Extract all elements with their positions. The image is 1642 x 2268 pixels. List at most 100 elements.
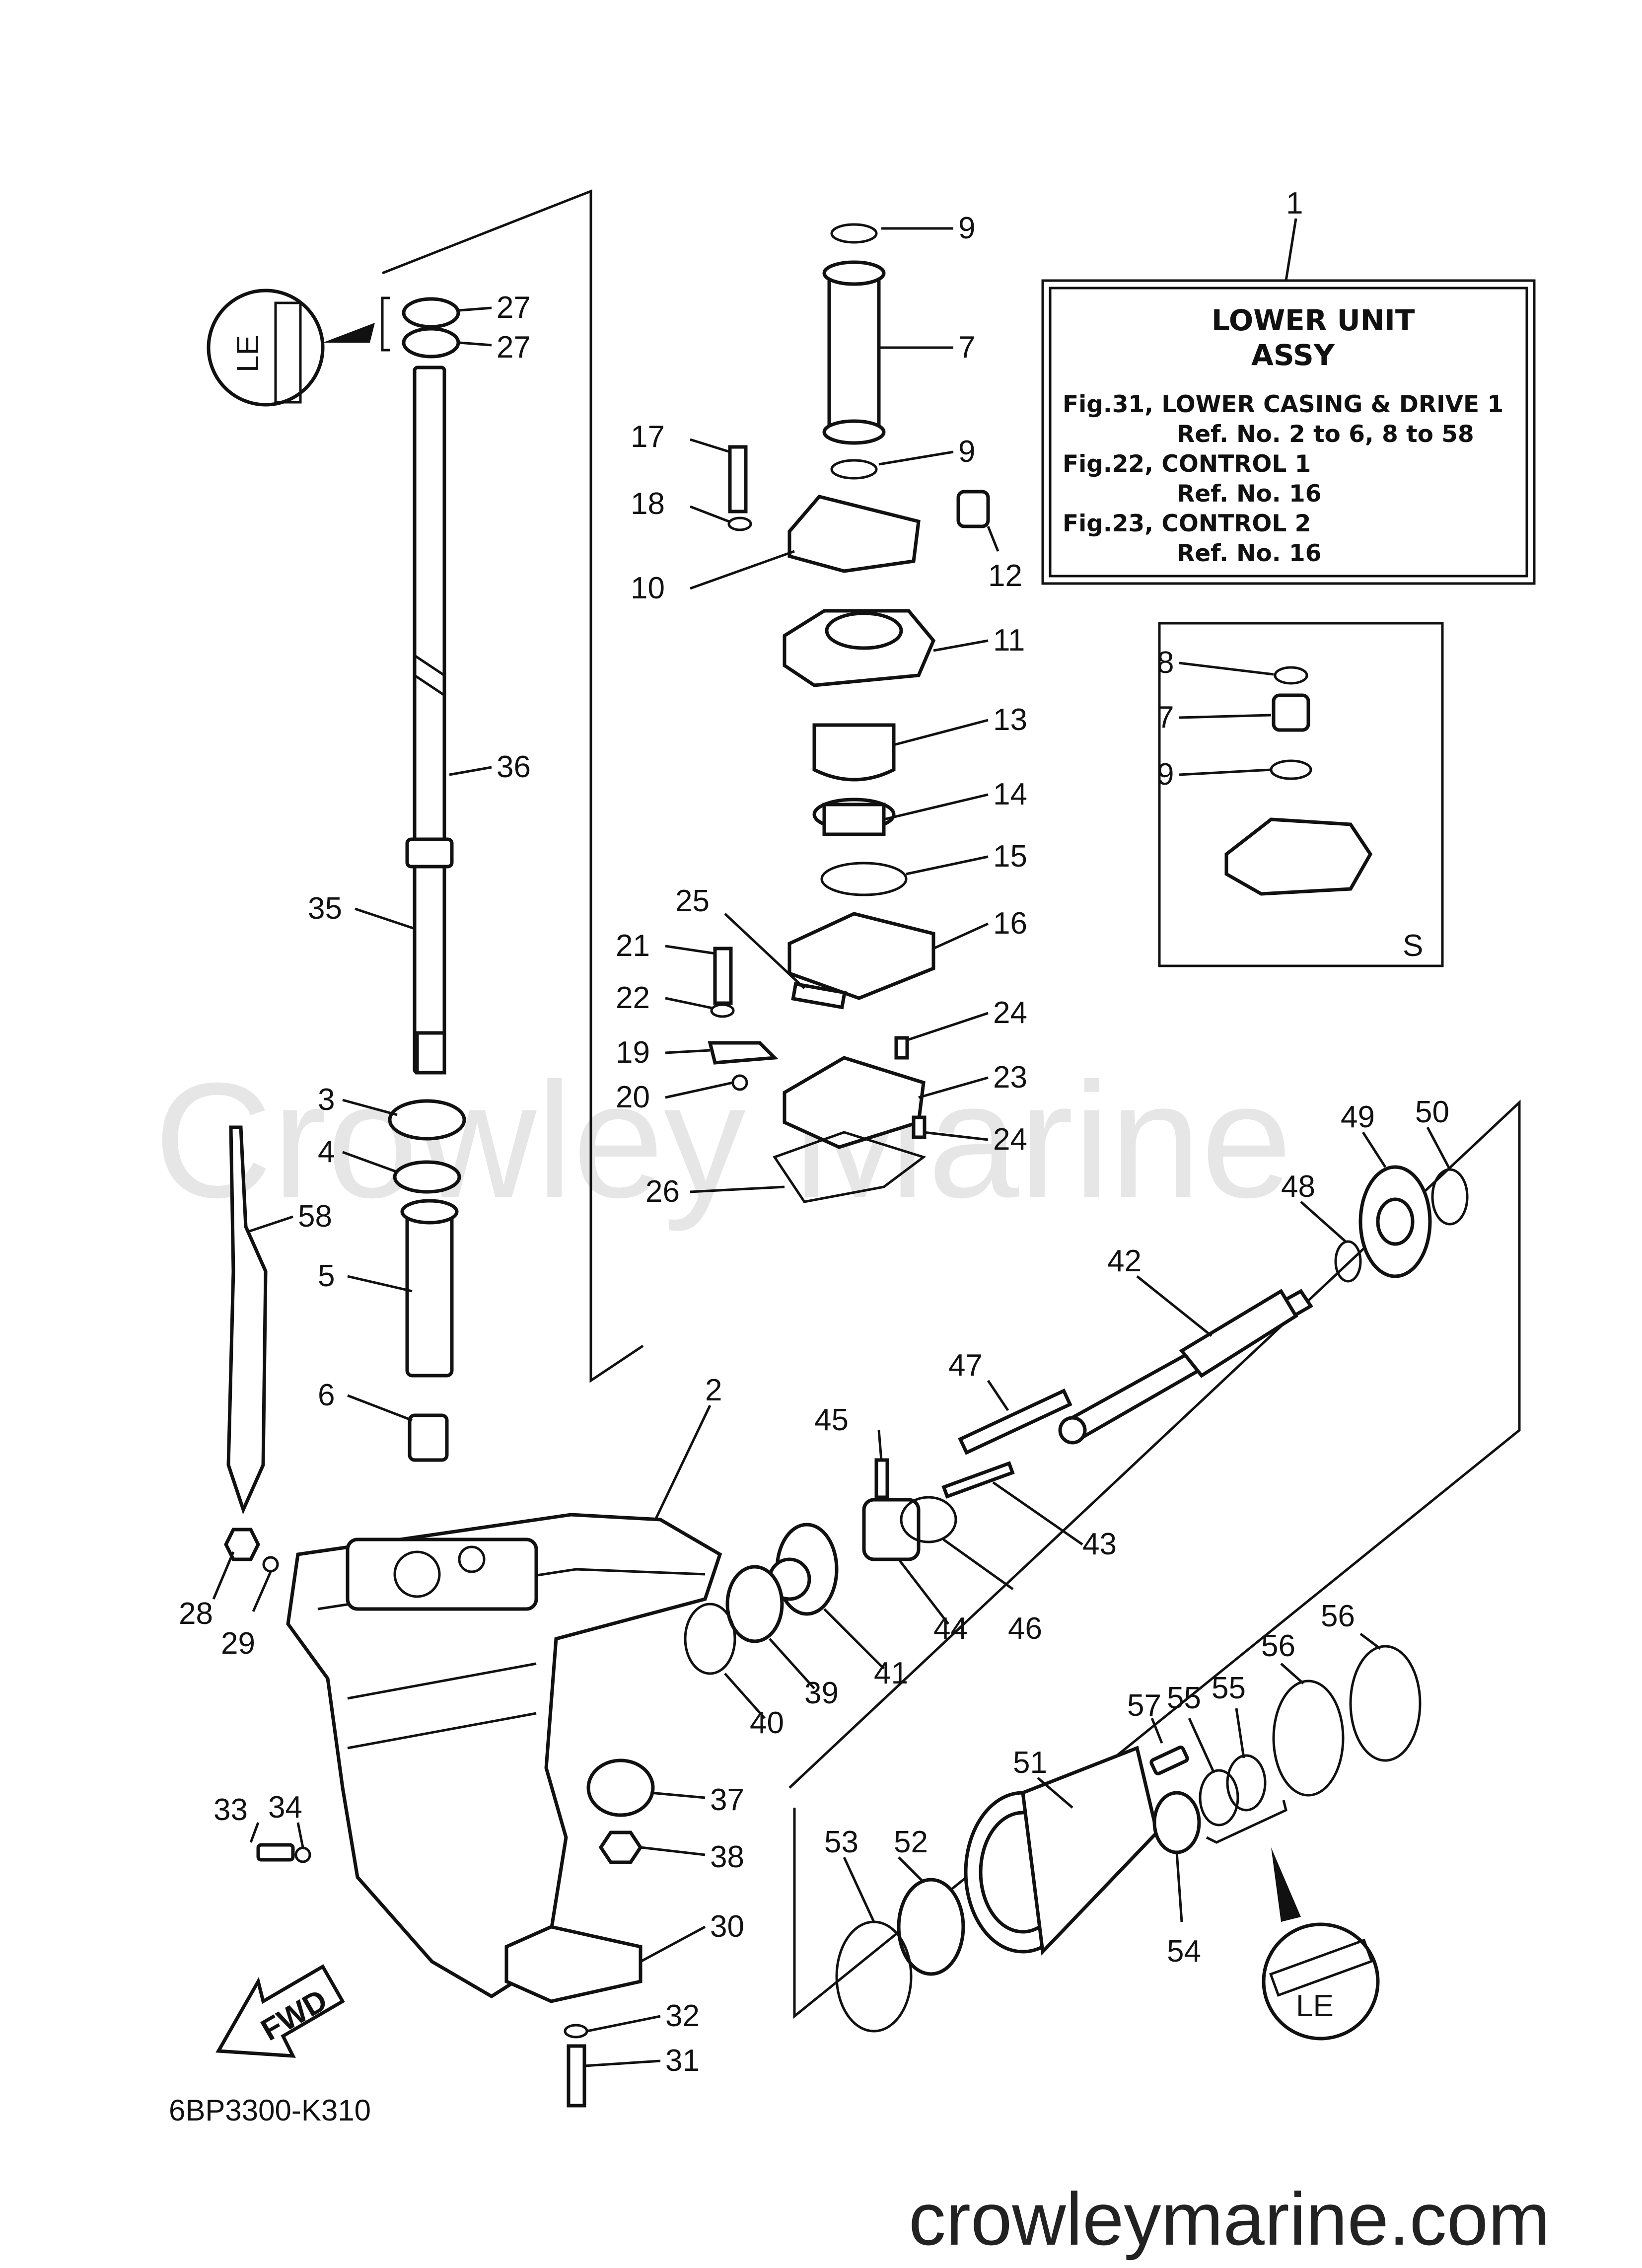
callout: 48 bbox=[1281, 1170, 1315, 1204]
callout: 15 bbox=[993, 839, 1027, 874]
oring-9-top bbox=[830, 223, 878, 244]
callout: 7 bbox=[958, 330, 975, 365]
oring-53 bbox=[835, 1920, 913, 2033]
propeller-shaft-42 bbox=[1058, 1289, 1313, 1445]
callout: 55 bbox=[1167, 1681, 1201, 1715]
callout: 18 bbox=[631, 487, 665, 521]
bearing-3 bbox=[388, 1099, 466, 1141]
callout: 22 bbox=[616, 981, 650, 1015]
callout: 53 bbox=[824, 1825, 858, 1859]
shim-40 bbox=[684, 1603, 736, 1675]
clutch-44 bbox=[862, 1498, 921, 1561]
inset-tube-7 bbox=[1272, 693, 1310, 732]
shift-rod-58 bbox=[226, 1125, 268, 1515]
callout: 23 bbox=[993, 1060, 1027, 1095]
diagram-code: 6BP3300-K310 bbox=[169, 2094, 371, 2127]
impeller-14 bbox=[812, 798, 896, 836]
grease-symbol-top: LE bbox=[207, 289, 390, 407]
bolt-17 bbox=[728, 445, 748, 513]
sleeve-5 bbox=[400, 1199, 459, 1378]
callout: 25 bbox=[675, 884, 710, 918]
callout: 9 bbox=[958, 211, 975, 245]
oring-9-mid bbox=[830, 459, 878, 480]
grease-symbol-text-bottom: LE bbox=[1296, 1989, 1334, 2023]
propshaft-group-outline bbox=[788, 1099, 1521, 2019]
callout: 40 bbox=[750, 1706, 784, 1740]
callout: 19 bbox=[616, 1035, 650, 1070]
watermark-text: Crowley Marine bbox=[154, 1048, 1292, 1233]
gasket-26 bbox=[773, 1131, 927, 1203]
info-line-5: Fig.23, CONTROL 2 bbox=[1063, 510, 1311, 537]
callout: 57 bbox=[1127, 1688, 1161, 1723]
callout: 44 bbox=[933, 1611, 968, 1646]
callout: 47 bbox=[948, 1348, 983, 1383]
callout: 8 bbox=[1157, 646, 1174, 680]
callout: 55 bbox=[1212, 1671, 1246, 1705]
callout: 16 bbox=[993, 906, 1027, 941]
bolt-21 bbox=[713, 947, 733, 1005]
footer-url: crowleymarine.com bbox=[909, 2177, 1550, 2261]
callout: 20 bbox=[616, 1080, 650, 1114]
callout: 14 bbox=[993, 777, 1027, 811]
oring-56a bbox=[1272, 1680, 1345, 1797]
grommet-12 bbox=[956, 490, 990, 528]
callout: 28 bbox=[179, 1597, 213, 1631]
bolt-31 bbox=[567, 2044, 586, 2108]
washer-29 bbox=[262, 1556, 279, 1573]
oring-56b bbox=[1349, 1645, 1422, 1762]
pin-45 bbox=[874, 1458, 889, 1499]
nut-38 bbox=[598, 1830, 643, 1864]
callout: 41 bbox=[874, 1656, 908, 1690]
info-line-4: Ref. No. 16 bbox=[1177, 480, 1321, 508]
gear-49 bbox=[1358, 1165, 1432, 1278]
bearing-6 bbox=[408, 1413, 449, 1462]
inset-oring-9 bbox=[1270, 759, 1312, 780]
callout: 33 bbox=[214, 1793, 248, 1827]
bearing-52 bbox=[897, 1878, 965, 1976]
washer-32 bbox=[564, 2024, 588, 2039]
inset-box: S bbox=[1158, 622, 1444, 967]
bearing-27a bbox=[402, 297, 460, 329]
info-line-3: Fig.22, CONTROL 1 bbox=[1063, 450, 1311, 478]
callout: 38 bbox=[710, 1840, 744, 1874]
info-line-6: Ref. No. 16 bbox=[1177, 540, 1321, 567]
seal-55b bbox=[1226, 1754, 1267, 1812]
callout: 2 bbox=[705, 1373, 722, 1407]
bearing-39 bbox=[725, 1565, 784, 1643]
inset-label-s: S bbox=[1403, 929, 1423, 963]
inset-housing bbox=[1224, 817, 1373, 896]
callout: 10 bbox=[631, 571, 665, 605]
seal-bracket bbox=[1206, 1800, 1287, 1844]
oring-15 bbox=[820, 862, 908, 896]
callout: 58 bbox=[298, 1199, 332, 1234]
callout: 17 bbox=[631, 420, 665, 454]
callout: 42 bbox=[1107, 1244, 1142, 1278]
fwd-arrow: FWD bbox=[215, 1964, 345, 2058]
callout: 6 bbox=[318, 1378, 335, 1412]
callout: 1 bbox=[1286, 186, 1303, 220]
callout: 5 bbox=[318, 1259, 335, 1293]
callout: 30 bbox=[710, 1909, 744, 1944]
callout: 35 bbox=[308, 891, 342, 926]
callout: 37 bbox=[710, 1783, 744, 1817]
grease-symbol-text: LE bbox=[231, 335, 265, 372]
callout: 51 bbox=[1013, 1746, 1047, 1780]
callout: 56 bbox=[1261, 1629, 1295, 1663]
anode-30 bbox=[504, 1925, 643, 2003]
callout: 27 bbox=[497, 330, 531, 365]
seal-55a bbox=[1199, 1769, 1239, 1827]
callout: 3 bbox=[318, 1083, 335, 1117]
water-tube-7 bbox=[822, 260, 886, 445]
grease-symbol-bottom: LE bbox=[1262, 1847, 1380, 2041]
callout: 32 bbox=[665, 1999, 700, 2033]
callout: 50 bbox=[1415, 1095, 1449, 1129]
washer-22 bbox=[710, 1003, 735, 1018]
lower-casing-2 bbox=[286, 1513, 722, 1999]
leader-lines bbox=[212, 227, 1451, 2067]
callout: 34 bbox=[268, 1790, 302, 1825]
callout: 52 bbox=[894, 1825, 928, 1859]
callout: 9 bbox=[958, 435, 975, 469]
bearing-27b bbox=[402, 327, 460, 359]
callout: 49 bbox=[1341, 1100, 1375, 1134]
